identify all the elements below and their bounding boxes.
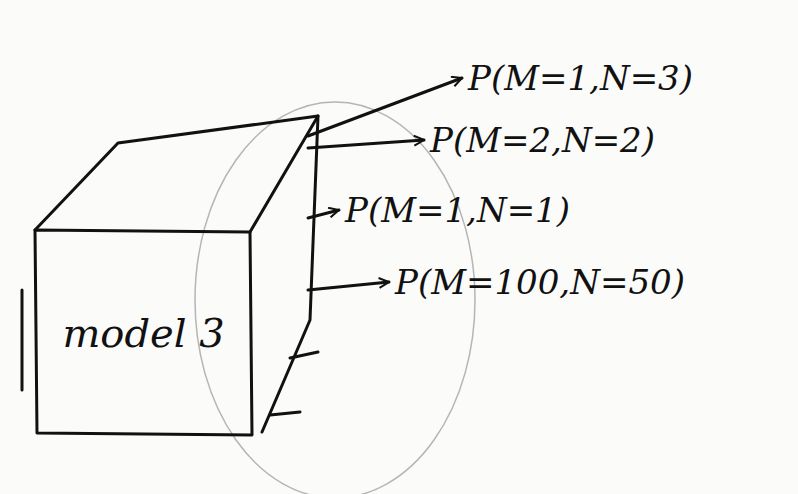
output-probability: P(M=2,N=2) bbox=[430, 120, 655, 160]
cube-side bbox=[262, 116, 318, 432]
output-probability: P(M=1,N=1) bbox=[345, 190, 570, 230]
cube-tick bbox=[290, 352, 318, 358]
cube-stroke bbox=[21, 290, 24, 390]
cube-tick bbox=[270, 412, 300, 415]
cube-top bbox=[35, 116, 318, 232]
probability-label: P(M=1,N=1) bbox=[345, 190, 570, 230]
probability-label: P(M=2,N=2) bbox=[430, 120, 655, 160]
output-probability: P(M=100,N=50) bbox=[395, 262, 685, 302]
cube-front bbox=[35, 230, 252, 435]
arrow-connector bbox=[308, 140, 424, 148]
front-face: model 3 bbox=[37, 232, 250, 433]
model-label: model 3 bbox=[62, 304, 224, 362]
model-box: model 3 bbox=[35, 116, 318, 435]
arrow-connector bbox=[308, 282, 389, 290]
probability-label: P(M=100,N=50) bbox=[395, 262, 685, 302]
arrow-connector bbox=[308, 210, 339, 218]
output-probability: P(M=1,N=3) bbox=[468, 58, 693, 98]
probability-label: P(M=1,N=3) bbox=[468, 58, 693, 98]
model-cube bbox=[22, 116, 318, 435]
